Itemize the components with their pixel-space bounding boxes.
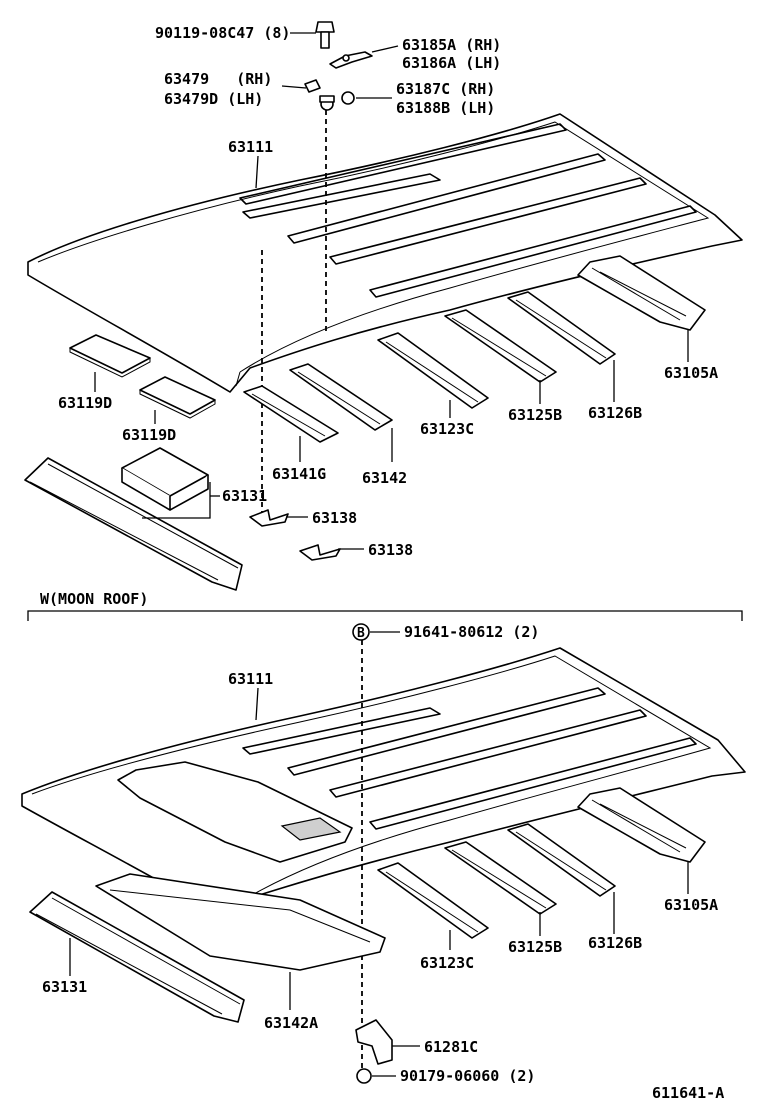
label-front-rail-lower: 63131 <box>42 978 87 996</box>
label-reinf-142: 63142 <box>362 469 407 487</box>
rear-header-63105A <box>577 255 706 331</box>
label-reinf-125-upper: 63125B <box>508 406 562 424</box>
clip-icon <box>329 51 373 69</box>
front-bracket-box <box>121 447 209 511</box>
label-reinf-rear-lower: 63105A <box>664 896 718 914</box>
section-divider <box>27 610 743 621</box>
label-seal-rh: 63479 (RH) <box>164 70 272 88</box>
label-clip-lh: 63186A (LH) <box>402 54 501 72</box>
roof-panel-lower <box>21 647 746 923</box>
label-nut-rh: 63187C (RH) <box>396 80 495 98</box>
label-front-rail-upper: 63131 <box>222 487 267 505</box>
nut-lower-icon <box>356 1068 372 1084</box>
label-roof-panel-upper: 63111 <box>228 138 273 156</box>
section-header: W(MOON ROOF) <box>40 590 148 608</box>
seal-icon <box>304 79 321 93</box>
label-moonroof-reinf: 63142A <box>264 1014 318 1032</box>
label-nut-lower: 90179-06060 (2) <box>400 1067 535 1085</box>
label-silencer-a: 63119D <box>58 394 112 412</box>
label-screw-marker: B <box>357 626 365 641</box>
label-reinf-126-upper: 63126B <box>588 404 642 422</box>
label-clip-rh: 63185A (RH) <box>402 36 501 54</box>
roof-bow-63126B <box>507 291 616 365</box>
label-reinf-123-lower: 63123C <box>420 954 474 972</box>
roof-bow-63125B <box>444 309 557 383</box>
label-screw: 91641-80612 (2) <box>404 623 539 641</box>
label-silencer-b: 63119D <box>122 426 176 444</box>
rear-header-lower-63105A <box>577 787 706 863</box>
roof-panel-upper <box>27 113 743 393</box>
label-seal-lh: 63479D (LH) <box>164 90 263 108</box>
label-reinf-123-upper: 63123C <box>420 420 474 438</box>
label-nut-lh: 63188B (LH) <box>396 99 495 117</box>
silencer-pad-b <box>139 376 216 419</box>
silencer-pad-a <box>69 334 151 378</box>
label-reinf-126-lower: 63126B <box>588 934 642 952</box>
bracket-63138-a <box>249 509 289 527</box>
roof-bow-63123C <box>377 332 489 409</box>
label-reinf-rear-upper: 63105A <box>664 364 718 382</box>
roof-bow-63141G <box>243 385 339 443</box>
roof-bow-lower-63123C <box>377 862 489 939</box>
label-bracket-61281C: 61281C <box>424 1038 478 1056</box>
front-header-rail-upper <box>24 457 243 591</box>
label-bracket-b: 63138 <box>368 541 413 559</box>
bolt-icon <box>315 21 335 49</box>
diagram-code: 611641-A <box>652 1084 724 1102</box>
label-reinf-141: 63141G <box>272 465 326 483</box>
label-reinf-125-lower: 63125B <box>508 938 562 956</box>
moonroof-reinforcement-63142A <box>95 873 386 971</box>
roof-bow-63142 <box>289 363 393 431</box>
roof-bow-lower-63125B <box>444 841 557 915</box>
label-bolt: 90119-08C47 (8) <box>155 24 290 42</box>
label-bracket-a: 63138 <box>312 509 357 527</box>
nut-icon <box>319 91 355 111</box>
roof-bow-lower-63126B <box>507 823 616 897</box>
bracket-61281C-icon <box>355 1019 393 1065</box>
front-header-rail-lower <box>29 891 245 1023</box>
screw-b-icon <box>352 623 370 641</box>
bracket-63138-b <box>299 544 341 561</box>
label-roof-panel-lower: 63111 <box>228 670 273 688</box>
